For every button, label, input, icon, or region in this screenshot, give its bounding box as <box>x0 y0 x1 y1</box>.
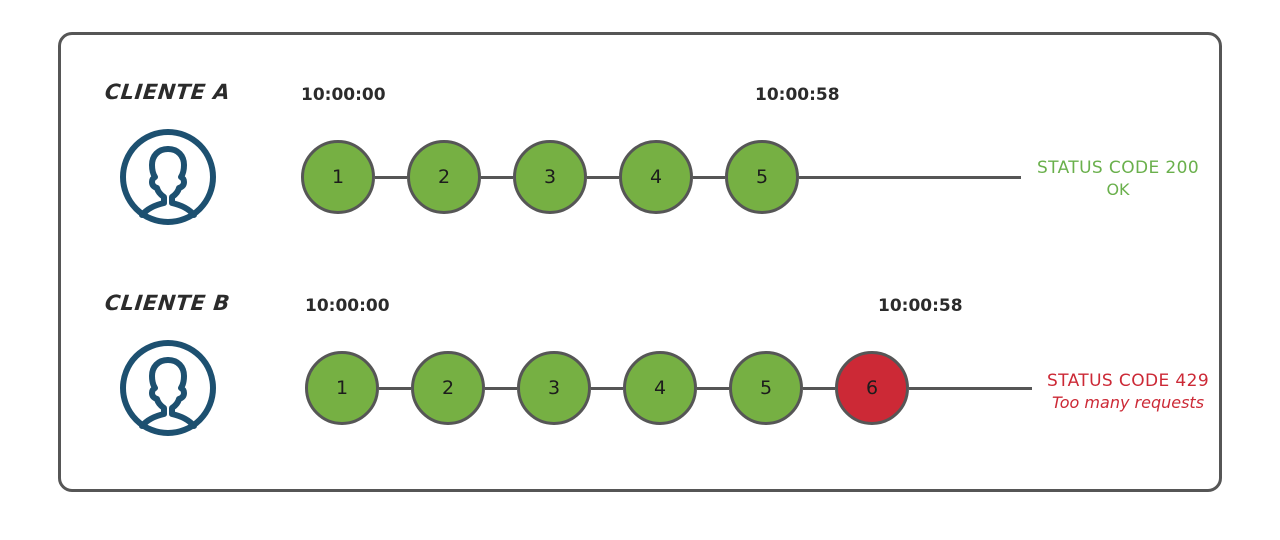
diagram-frame <box>58 32 1222 492</box>
user-avatar-icon-b <box>118 338 218 438</box>
request-node[interactable]: 5 <box>725 140 799 214</box>
connector <box>693 176 725 179</box>
user-avatar-icon-a <box>118 127 218 227</box>
request-node[interactable]: 3 <box>517 351 591 425</box>
start-time-b: 10:00:00 <box>305 296 390 316</box>
connector <box>587 176 619 179</box>
request-node[interactable]: 4 <box>623 351 697 425</box>
status-code-a: STATUS CODE 200 <box>1036 158 1200 178</box>
request-node[interactable]: 6 <box>835 351 909 425</box>
client-label-a: CLIENTE A <box>103 80 232 104</box>
status-badge-a: STATUS CODE 200 OK <box>1023 158 1213 200</box>
end-time-a: 10:00:58 <box>755 85 840 105</box>
connector <box>803 387 835 390</box>
connector <box>485 387 517 390</box>
request-node[interactable]: 5 <box>729 351 803 425</box>
request-node[interactable]: 1 <box>301 140 375 214</box>
status-text-a: OK <box>1106 179 1130 199</box>
request-node[interactable]: 3 <box>513 140 587 214</box>
chain-tail <box>799 176 1021 179</box>
connector <box>481 176 513 179</box>
status-text-b: Too many requests <box>1051 392 1205 412</box>
client-label-b: CLIENTE B <box>103 291 232 315</box>
end-time-b: 10:00:58 <box>878 296 963 316</box>
request-node[interactable]: 2 <box>407 140 481 214</box>
connector <box>379 387 411 390</box>
connector <box>697 387 729 390</box>
connector <box>591 387 623 390</box>
connector <box>375 176 407 179</box>
request-node[interactable]: 2 <box>411 351 485 425</box>
status-code-b: STATUS CODE 429 <box>1046 371 1210 391</box>
status-badge-b: STATUS CODE 429 Too many requests <box>1030 371 1226 413</box>
chain-tail <box>909 387 1032 390</box>
start-time-a: 10:00:00 <box>301 85 386 105</box>
request-node[interactable]: 4 <box>619 140 693 214</box>
request-node[interactable]: 1 <box>305 351 379 425</box>
